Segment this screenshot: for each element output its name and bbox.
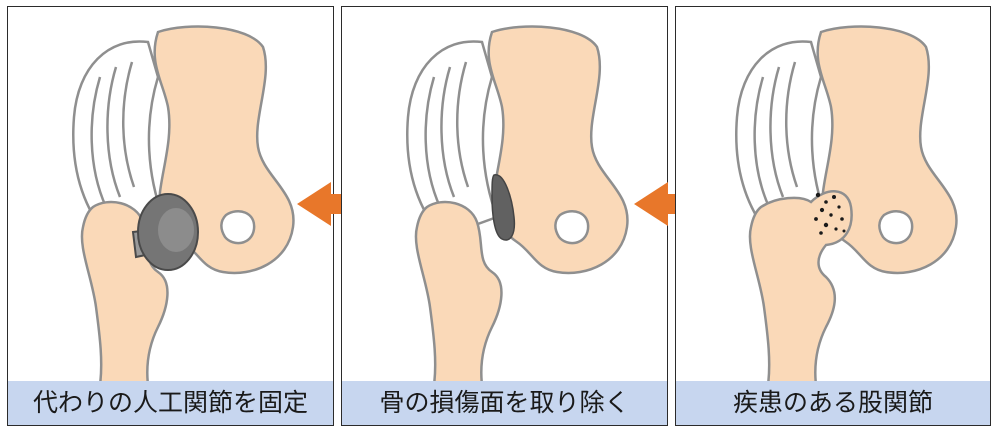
pelvis-bone	[487, 25, 629, 275]
panel-resected-caption: 骨の損傷面を取り除く	[342, 381, 667, 425]
damaged-cartilage-dots	[814, 192, 846, 235]
joint-capsule-ligament	[72, 40, 165, 239]
hip-diseased-illustration	[735, 25, 958, 385]
panel-implant: 代わりの人工関節を固定	[7, 6, 334, 426]
joint-capsule-ligament	[735, 40, 828, 239]
joint-capsule-ligament	[406, 40, 499, 239]
femur-bone	[414, 200, 503, 385]
panel-diseased-caption: 疾患のある股関節	[676, 381, 990, 425]
hip-implant-illustration	[72, 25, 295, 385]
resected-surface	[491, 174, 516, 241]
arrow-left-icon	[297, 182, 377, 226]
femur-bone	[748, 190, 853, 385]
artificial-joint-implant	[131, 193, 199, 271]
panel-diseased: 疾患のある股関節	[675, 6, 991, 426]
panel-resected: 骨の損傷面を取り除く	[341, 6, 668, 426]
arrow-left-icon	[634, 182, 714, 226]
hip-resected-illustration	[406, 25, 629, 385]
panel-implant-caption: 代わりの人工関節を固定	[8, 381, 333, 425]
